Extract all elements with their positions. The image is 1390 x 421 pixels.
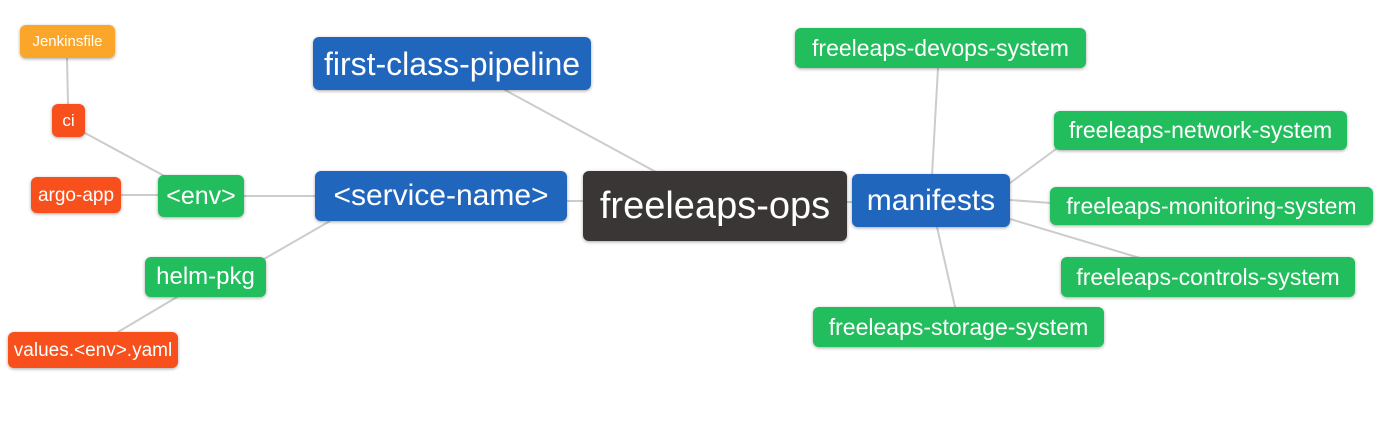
node-freeleaps-devops-system[interactable]: freeleaps-devops-system [795, 28, 1086, 68]
edge-first-class-pipeline-to-freeleaps-ops [504, 89, 657, 173]
node-freeleaps-controls-system[interactable]: freeleaps-controls-system [1061, 257, 1355, 297]
edge-manifests-to-freeleaps-network-system [1009, 148, 1057, 184]
node-env[interactable]: <env> [158, 175, 244, 217]
node-freeleaps-network-system[interactable]: freeleaps-network-system [1054, 111, 1347, 150]
node-first-class-pipeline[interactable]: first-class-pipeline [313, 37, 591, 90]
node-freeleaps-monitoring-system[interactable]: freeleaps-monitoring-system [1050, 187, 1373, 225]
edge-manifests-to-freeleaps-storage-system [936, 226, 956, 308]
edge-ci-to-env [84, 132, 169, 179]
node-freeleaps-ops[interactable]: freeleaps-ops [583, 171, 847, 241]
node-ci[interactable]: ci [52, 104, 85, 137]
node-helm-pkg[interactable]: helm-pkg [145, 257, 266, 297]
node-freeleaps-storage-system[interactable]: freeleaps-storage-system [813, 307, 1104, 347]
edge-manifests-to-freeleaps-devops-system [931, 67, 939, 176]
edge-jenkinsfile-to-ci [66, 57, 69, 105]
node-manifests[interactable]: manifests [852, 174, 1010, 227]
node-values-env-yaml[interactable]: values.<env>.yaml [8, 332, 178, 368]
edge-values-env-yaml-to-helm-pkg [117, 296, 178, 333]
edge-manifests-to-freeleaps-monitoring-system [1009, 199, 1052, 204]
edge-service-name-to-helm-pkg [263, 220, 331, 260]
node-jenkinsfile[interactable]: Jenkinsfile [20, 25, 115, 58]
node-service-name[interactable]: <service-name> [315, 171, 567, 221]
node-argo-app[interactable]: argo-app [31, 177, 121, 213]
